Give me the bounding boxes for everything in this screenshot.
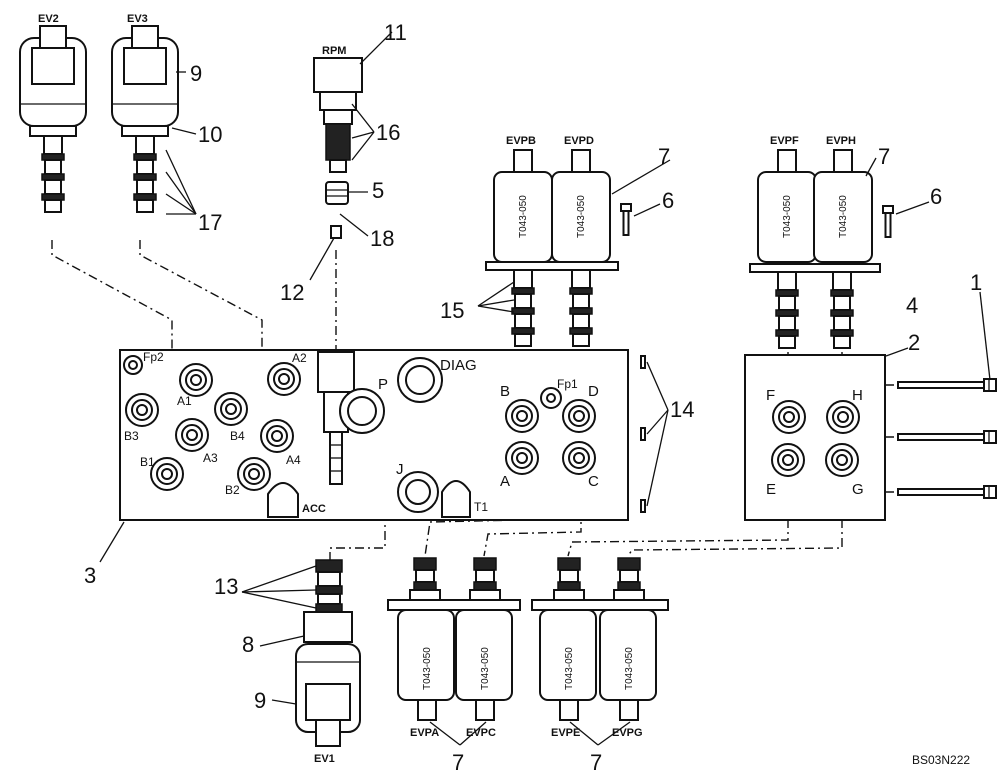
solenoid-ev3: EV3 — [111, 13, 179, 213]
callout-14: 14 — [670, 397, 694, 422]
port-p-label: P — [378, 376, 388, 393]
callout-15: 15 — [440, 298, 464, 323]
callout-9-bottom: 9 — [254, 688, 266, 713]
callout-numbers: 9 10 17 11 16 5 18 12 7 6 15 7 6 1 4 2 1… — [84, 20, 982, 775]
rpm-sensor: RPM — [313, 45, 363, 239]
callout-17: 17 — [198, 210, 222, 235]
port-b3-label: B3 — [124, 429, 139, 443]
valve-evph: EVPH T043-050 — [813, 135, 873, 349]
drawing-reference: BS03N222 — [912, 753, 970, 767]
port-h-label: H — [852, 387, 863, 404]
callout-13: 13 — [214, 574, 238, 599]
port-t1-label: T1 — [474, 500, 488, 514]
solenoid-ev2: EV2 — [19, 13, 87, 213]
main-manifold-block: Fp2 A1 A2 B3 B4 A3 A4 B1 B2 P DIAG J — [119, 349, 629, 521]
callout-10: 10 — [198, 122, 222, 147]
port-b2-label: B2 — [225, 483, 240, 497]
solenoid-ev3-label: EV3 — [127, 13, 148, 25]
valve-evpd-label: EVPD — [564, 135, 594, 147]
valve-evpf-code: T043-050 — [782, 195, 793, 238]
valve-evpf-label: EVPF — [770, 135, 799, 147]
callout-1: 1 — [970, 270, 982, 295]
valve-evpc-code: T043-050 — [480, 647, 491, 690]
port-b-label: B — [500, 383, 510, 400]
port-diag-label: DIAG — [440, 357, 477, 374]
callout-16: 16 — [376, 120, 400, 145]
valve-plate-top-left — [485, 261, 619, 271]
callout-3: 3 — [84, 563, 96, 588]
port-j-label: J — [396, 461, 404, 478]
plugs — [640, 355, 646, 513]
port-c-label: C — [588, 473, 599, 490]
solenoid-ev1-label: EV1 — [314, 753, 335, 765]
valve-evpa-code: T043-050 — [422, 647, 433, 690]
port-fp1-label: Fp1 — [557, 377, 578, 391]
callout-4: 4 — [906, 293, 918, 318]
valve-evph-code: T043-050 — [838, 195, 849, 238]
port-b4-label: B4 — [230, 429, 245, 443]
valve-evpf: EVPF T043-050 — [757, 135, 817, 349]
valve-evpd-code: T043-050 — [576, 195, 587, 238]
valve-evpg: T043-050 EVPG — [599, 557, 657, 739]
valve-evpe-code: T043-050 — [564, 647, 575, 690]
port-acc-label: ACC — [302, 503, 326, 515]
valve-plate-bottom-left — [387, 599, 521, 611]
callout-8: 8 — [242, 632, 254, 657]
solenoid-ev2-label: EV2 — [38, 13, 59, 25]
valve-plate-top-right — [749, 263, 881, 273]
valve-evpc-label: EVPC — [466, 727, 496, 739]
rpm-label: RPM — [322, 45, 346, 57]
right-manifold-block: F H E G — [744, 354, 886, 521]
port-e-label: E — [766, 481, 776, 498]
valve-evpa: T043-050 EVPA — [397, 557, 455, 739]
callout-7-top-right: 7 — [878, 144, 890, 169]
valve-evph-label: EVPH — [826, 135, 856, 147]
port-a2-label: A2 — [292, 351, 307, 365]
callout-5: 5 — [372, 178, 384, 203]
port-b1-label: B1 — [140, 455, 155, 469]
callout-9-top: 9 — [190, 61, 202, 86]
valve-evpb: EVPB T043-050 — [493, 135, 553, 347]
callout-7-top-left: 7 — [658, 144, 670, 169]
valve-evpd: EVPD T043-050 — [551, 135, 611, 347]
port-g-label: G — [852, 481, 864, 498]
leader-lines — [99, 31, 991, 746]
callout-2: 2 — [908, 330, 920, 355]
callout-6-right: 6 — [930, 184, 942, 209]
callout-11: 11 — [384, 20, 407, 45]
solenoid-ev1: EV1 — [295, 559, 361, 765]
port-a1-label: A1 — [177, 394, 192, 408]
callout-18: 18 — [370, 226, 394, 251]
port-a-label: A — [500, 473, 510, 490]
callout-7-bottom-left: 7 — [452, 750, 464, 775]
valve-evpb-label: EVPB — [506, 135, 536, 147]
port-a4-label: A4 — [286, 453, 301, 467]
valve-evpg-label: EVPG — [612, 727, 643, 739]
valve-plate-bottom-right — [531, 599, 669, 611]
callout-7-bottom-right: 7 — [590, 750, 602, 775]
valve-evpg-code: T043-050 — [624, 647, 635, 690]
callout-6-left: 6 — [662, 188, 674, 213]
port-fp2-label: Fp2 — [143, 350, 164, 364]
callout-12: 12 — [280, 280, 304, 305]
valve-evpb-code: T043-050 — [518, 195, 529, 238]
valve-evpc: T043-050 EVPC — [455, 557, 513, 739]
port-d-label: D — [588, 383, 599, 400]
port-a3-label: A3 — [203, 451, 218, 465]
valve-evpe: T043-050 EVPE — [539, 557, 597, 739]
port-f-label: F — [766, 387, 775, 404]
valve-evpa-label: EVPA — [410, 727, 439, 739]
valve-evpe-label: EVPE — [551, 727, 580, 739]
